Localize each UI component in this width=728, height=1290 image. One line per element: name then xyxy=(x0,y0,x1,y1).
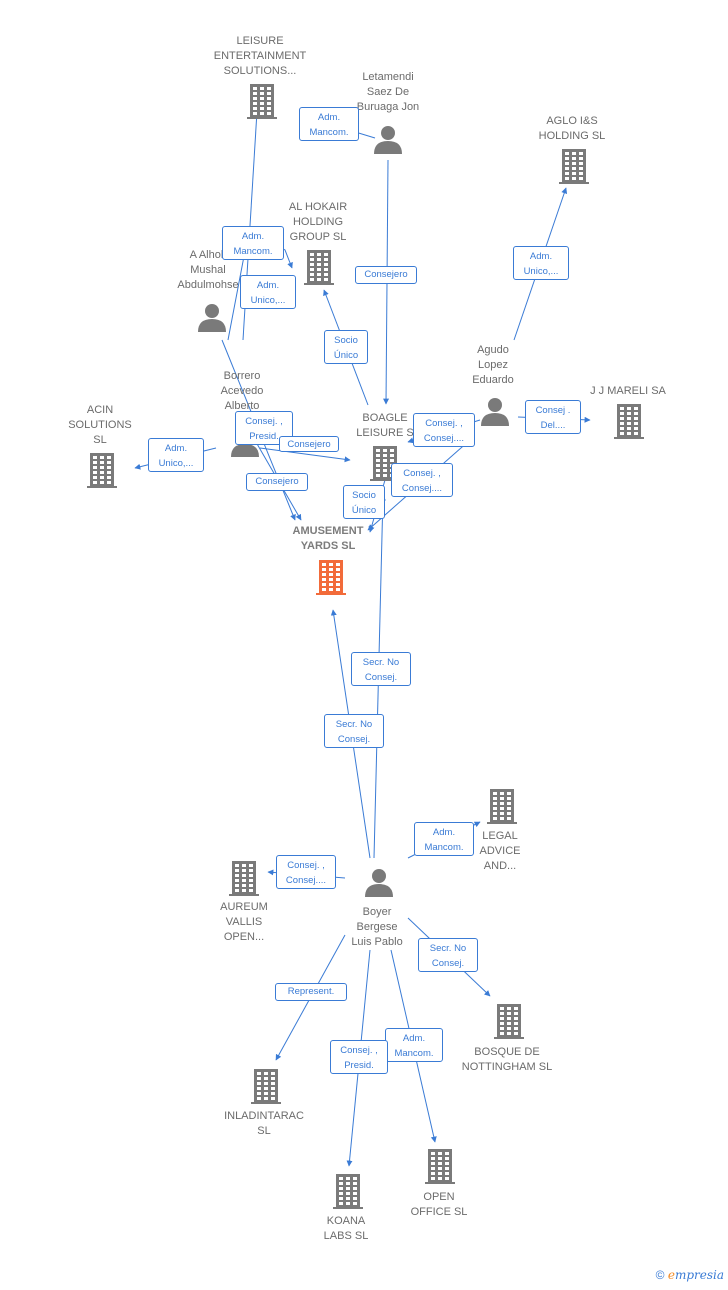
node-label-jjmareli[interactable]: J J MARELI SA xyxy=(590,385,666,397)
node-label-agudo[interactable]: Agudo Lopez Eduardo xyxy=(472,344,514,386)
edge-label[interactable]: Socio Único xyxy=(343,485,385,519)
brand-name: mpresia xyxy=(674,1268,724,1282)
company-icon[interactable] xyxy=(559,149,589,184)
focus-company-icon[interactable] xyxy=(316,560,346,595)
company-icon[interactable] xyxy=(251,1069,281,1104)
edge-label[interactable]: Socio Único xyxy=(324,330,368,364)
edge-label[interactable]: Adm. Mancom. xyxy=(414,822,474,856)
edge-label[interactable]: Adm. Unico,... xyxy=(148,438,204,472)
node-label-aglo[interactable]: AGLO I&S HOLDING SL xyxy=(538,115,606,142)
edge-label[interactable]: Consej. , Consej.... xyxy=(276,855,336,889)
edge-label[interactable]: Consej . Del.... xyxy=(525,400,581,434)
edge-label[interactable]: Secr. No Consej. xyxy=(324,714,384,748)
company-icon[interactable] xyxy=(614,404,644,439)
node-label-aureum[interactable]: AUREUM VALLIS OPEN... xyxy=(220,901,268,943)
node-label-amusement[interactable]: AMUSEMENT YARDS SL xyxy=(292,525,364,552)
edge-label[interactable]: Adm. Mancom. xyxy=(385,1028,443,1062)
company-icon[interactable] xyxy=(247,84,277,119)
edge-label[interactable]: Consej. , Presid. xyxy=(330,1040,388,1074)
node-label-openoffice[interactable]: OPEN OFFICE SL xyxy=(410,1191,468,1218)
node-label-alhokair_person[interactable]: A Alhok Mushal Abdulmohse xyxy=(177,249,239,291)
edge-borrero-to-boagle xyxy=(259,447,351,463)
node-label-legal[interactable]: LEGAL ADVICE AND... xyxy=(479,830,521,872)
node-label-boyer[interactable]: Boyer Bergese Luis Pablo xyxy=(351,906,403,948)
empresia-logo[interactable]: © empresia xyxy=(656,1268,724,1282)
company-icon[interactable] xyxy=(425,1149,455,1184)
icons-layer xyxy=(87,84,644,1209)
company-icon[interactable] xyxy=(333,1174,363,1209)
edge-label[interactable]: Secr. No Consej. xyxy=(418,938,478,972)
brand-initial: e xyxy=(667,1268,675,1282)
node-label-alhokair_group[interactable]: AL HOKAIR HOLDING GROUP SL xyxy=(288,201,348,243)
copyright-symbol: © xyxy=(655,1268,665,1282)
edge-label[interactable]: Adm. Unico,... xyxy=(513,246,569,280)
edge-label[interactable]: Consejero xyxy=(246,473,308,491)
edge-label[interactable]: Consej. , Consej.... xyxy=(413,413,475,447)
node-label-koana[interactable]: KOANA LABS SL xyxy=(323,1215,369,1242)
person-icon[interactable] xyxy=(481,398,509,426)
edge-label[interactable]: Adm. Mancom. xyxy=(299,107,359,141)
company-icon[interactable] xyxy=(487,789,517,824)
person-icon[interactable] xyxy=(198,304,226,332)
edge-label[interactable]: Adm. Unico,... xyxy=(240,275,296,309)
edge-label[interactable]: Consejero xyxy=(355,266,417,284)
node-label-borrero[interactable]: Borrero Acevedo Alberto xyxy=(220,370,264,412)
company-icon[interactable] xyxy=(494,1004,524,1039)
edge-label[interactable]: Represent. xyxy=(275,983,347,1001)
node-label-letamendi[interactable]: Letamendi Saez De Buruaga Jon xyxy=(356,71,420,113)
node-label-inladintarac[interactable]: INLADINTARAC SL xyxy=(224,1110,304,1137)
node-label-boagle[interactable]: BOAGLE LEISURE S xyxy=(356,412,414,439)
company-icon[interactable] xyxy=(87,453,117,488)
edge-label[interactable]: Consej. , Consej.... xyxy=(391,463,453,497)
person-icon[interactable] xyxy=(374,126,402,154)
node-label-leisure[interactable]: LEISURE ENTERTAINMENT SOLUTIONS... xyxy=(213,35,307,77)
company-icon[interactable] xyxy=(229,861,259,896)
edge-label[interactable]: Secr. No Consej. xyxy=(351,652,411,686)
node-label-acin[interactable]: ACIN SOLUTIONS SL xyxy=(68,404,132,446)
edge-label[interactable]: Consejero xyxy=(279,436,339,452)
edge-label[interactable]: Adm. Mancom. xyxy=(222,226,284,260)
company-icon[interactable] xyxy=(304,250,334,285)
person-icon[interactable] xyxy=(365,869,393,897)
node-label-bosque[interactable]: BOSQUE DE NOTTINGHAM SL xyxy=(461,1046,553,1073)
